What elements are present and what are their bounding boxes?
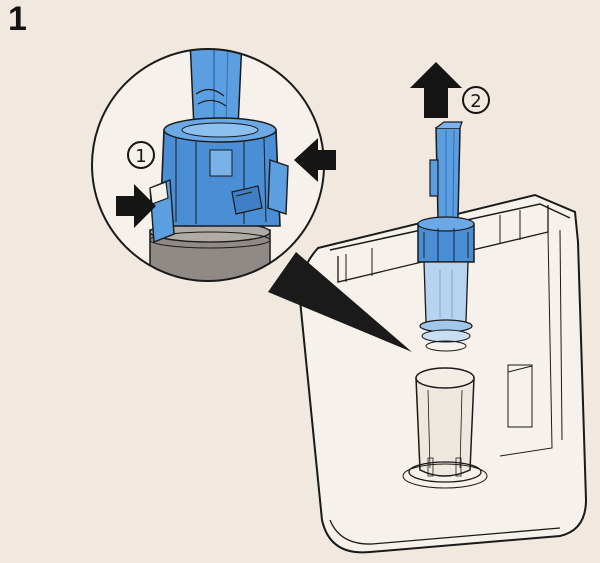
press-arrow-left — [116, 184, 156, 228]
callout-1-label: 1 — [135, 146, 146, 167]
flush-valve — [417, 121, 475, 352]
callout-2: 2 — [462, 86, 490, 114]
zoom-pointer — [268, 252, 412, 352]
outlet-tube — [402, 367, 488, 489]
press-arrow-right — [294, 138, 336, 182]
up-arrow-icon — [410, 62, 462, 118]
inward-arrow-icon — [116, 138, 336, 228]
callout-1: 1 — [127, 141, 155, 169]
step-number: 1 — [8, 0, 27, 38]
callout-2-label: 2 — [470, 91, 481, 112]
zoom-detail — [91, 48, 325, 282]
